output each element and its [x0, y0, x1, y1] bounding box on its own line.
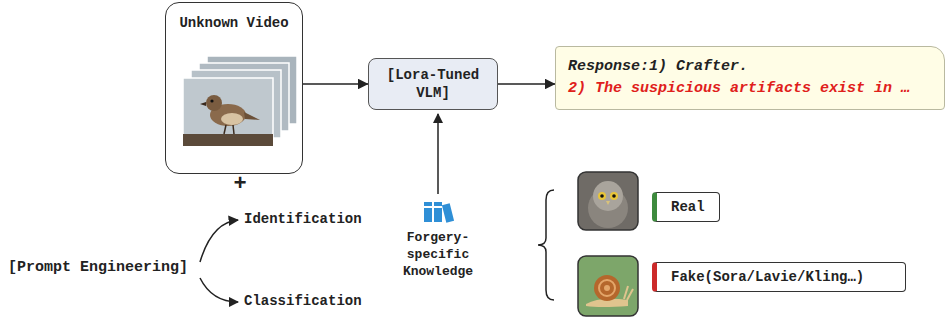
node-text: Response:1) Crafter.	[568, 56, 932, 78]
task-label: Identification	[244, 211, 362, 227]
knowledge-label: Forgery-specific Knowledge	[388, 230, 488, 281]
owl-picture	[578, 172, 638, 230]
node-text: [Lora-Tuned VLM]	[377, 66, 489, 102]
task-label: Classification	[244, 293, 362, 309]
bird-picture	[183, 95, 273, 146]
curly-bracket	[538, 190, 554, 300]
fake-tag: Fake(Sora/Lavie/Kling…)	[652, 262, 906, 292]
video-frames	[183, 56, 297, 146]
snail-picture	[578, 256, 638, 316]
node-text: Real	[671, 199, 709, 215]
branch-arrow	[200, 220, 238, 262]
knowledge-arrow	[437, 114, 439, 194]
flow-arrow	[303, 83, 368, 85]
video-panel: Unknown Video	[165, 2, 303, 174]
plus-sign: +	[226, 172, 254, 197]
node-text: 2) The suspicious artifacts exist in …	[568, 78, 932, 100]
node-text: Unknown Video	[179, 15, 288, 31]
response-box: Response:1) Crafter.2) The suspicious ar…	[555, 46, 945, 110]
model-box: [Lora-Tuned VLM]	[368, 58, 498, 110]
prompt-label: [Prompt Engineering]	[8, 259, 188, 276]
flow-arrow	[498, 83, 555, 85]
books-icon	[424, 202, 454, 223]
branch-arrow	[200, 278, 238, 302]
real-tag: Real	[652, 192, 720, 222]
node-text: Fake(Sora/Lavie/Kling…)	[671, 269, 895, 285]
